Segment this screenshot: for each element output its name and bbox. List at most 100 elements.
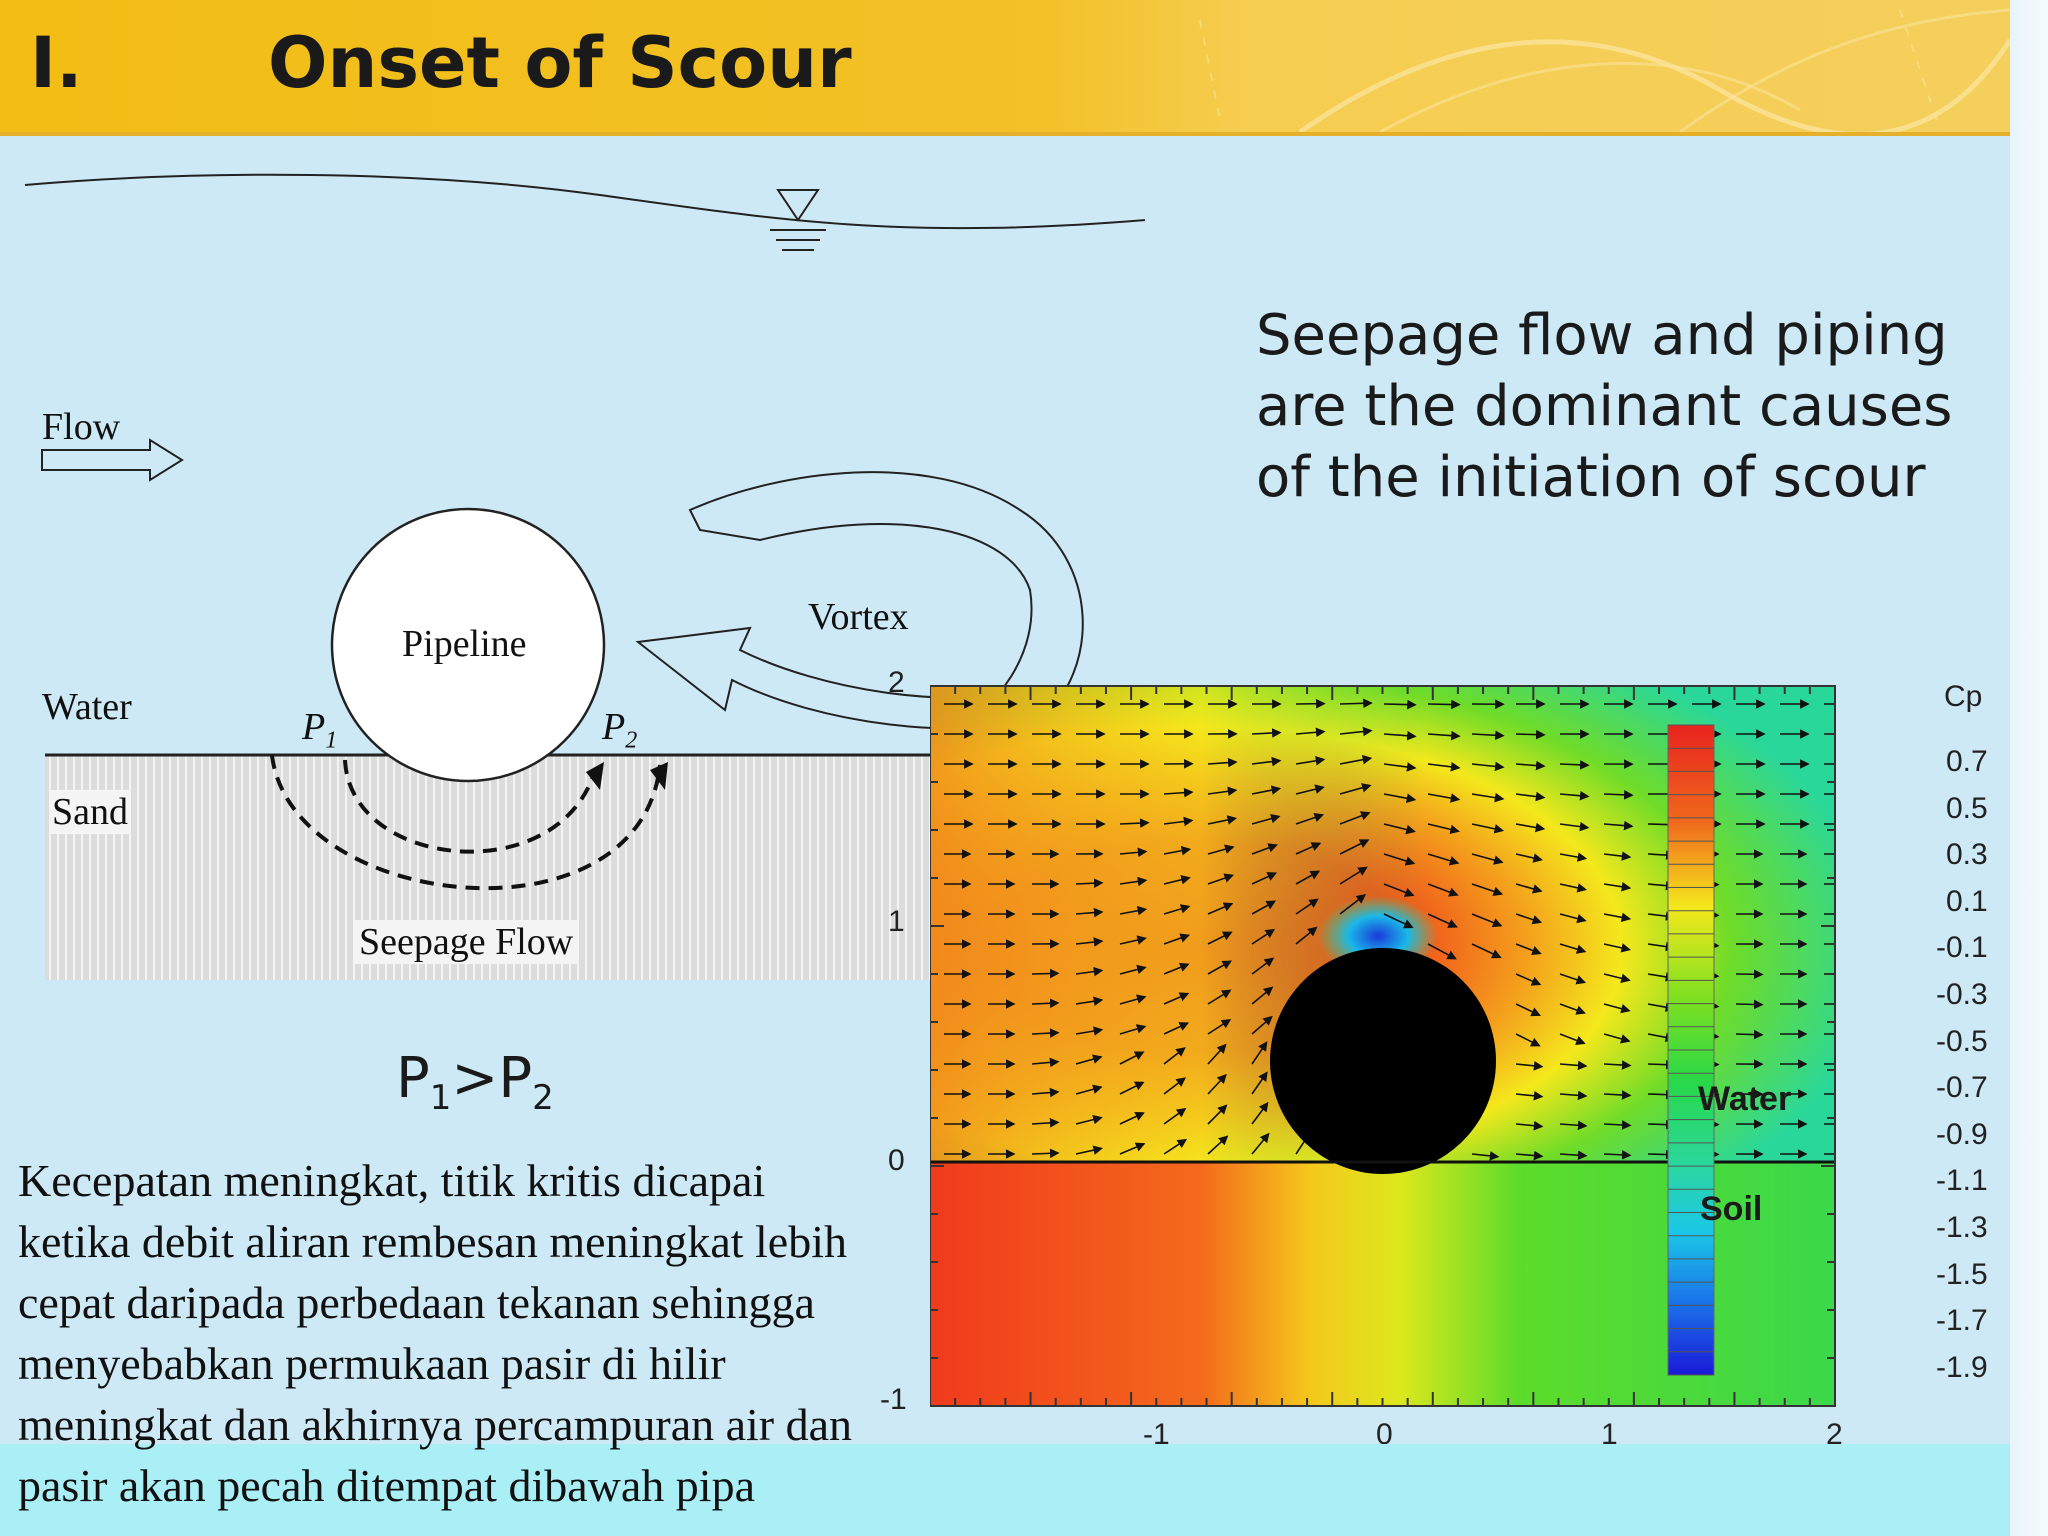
velocity-vector [1207,1135,1229,1155]
velocity-vector [1603,820,1634,831]
velocity-vector [1207,1104,1228,1125]
velocity-vector [1207,1073,1227,1095]
velocity-vector [1515,791,1546,802]
velocity-vector [1559,943,1587,954]
velocity-vector [1383,823,1416,835]
pressure-comparison: P1>P2 [396,1046,554,1119]
velocity-vector [1295,727,1326,738]
velocity-vector [1515,1120,1544,1131]
colorbar-tick-label: 0.5 [1946,791,1988,825]
plot-water-label: Water [1698,1080,1792,1118]
description-line: ketika debit aliran rembesan meningkat l… [18,1216,847,1267]
velocity-vector [1163,787,1194,798]
velocity-vector [1119,905,1148,916]
velocity-vector [1559,1090,1588,1101]
colorbar-tick-label: 0.1 [1946,884,1988,918]
statement-line: of the initiation of scour [1256,445,1926,510]
velocity-vector [1603,973,1631,983]
velocity-vector [1075,966,1104,977]
y-tick-label: -1 [880,1383,907,1416]
velocity-vector [1427,853,1460,866]
y-tick-label: 0 [888,1144,905,1177]
velocity-vector [1603,912,1632,923]
velocity-vector [1603,1003,1631,1014]
colorbar-title: Cp [1944,680,1983,713]
velocity-vector [1603,1090,1632,1100]
velocity-vector [1427,699,1461,710]
velocity-vector [1251,872,1278,885]
water-level-icon [770,189,826,251]
cp-contour-plot [930,685,1836,1407]
velocity-vector [1339,894,1367,915]
velocity-vector [1163,845,1192,856]
velocity-vector [1471,823,1505,834]
velocity-vector [1383,762,1417,772]
velocity-vector [1295,842,1322,855]
velocity-vector [1075,1026,1104,1036]
velocity-vector [1251,900,1277,915]
velocity-vector [1383,853,1416,866]
velocity-vector [1251,928,1276,945]
velocity-vector [1559,852,1588,862]
velocity-vector [1471,943,1502,959]
colorbar-tick-label: -1.5 [1936,1257,1988,1291]
colorbar-tick-label: -1.7 [1936,1304,1988,1338]
velocity-vector [1251,957,1275,975]
velocity-vector [1119,1024,1147,1035]
velocity-vector [1119,876,1148,887]
scour-schematic [24,173,1146,980]
velocity-vector [1427,762,1461,772]
colorbar-tick-label: -0.5 [1936,1024,1988,1058]
velocity-vector [1559,1150,1588,1160]
velocity-vector [1251,1071,1268,1095]
description-line: Kecepatan meningkat, titik kritis dicapa… [18,1155,766,1206]
velocity-vector [1339,698,1373,709]
velocity-vector [1735,999,1764,1010]
velocity-vector [1075,1084,1103,1095]
velocity-vector [1031,998,1060,1009]
colorbar-tick-label: -0.7 [1936,1071,1988,1105]
velocity-vector [1427,730,1461,741]
velocity-vector [1119,935,1147,945]
velocity-vector [1119,818,1150,828]
velocity-vector [1471,853,1504,865]
velocity-vector [1383,699,1417,710]
velocity-vector [1427,793,1461,803]
velocity-vector [1339,811,1371,825]
velocity-vector [1075,937,1104,947]
plot-soil-label: Soil [1700,1190,1763,1228]
velocity-vector [1339,726,1373,737]
velocity-vector [1031,1148,1060,1159]
pipeline-label: Pipeline [402,623,527,665]
velocity-vector [1075,1145,1103,1155]
velocity-vector [1075,1054,1103,1065]
velocity-vector [1339,783,1372,795]
description-text: Kecepatan meningkat, titik kritis dicapa… [18,1150,852,1516]
colorbar-tick-label: -1.9 [1936,1350,1988,1384]
bottom-bar [0,1444,2010,1536]
velocity-vector [1735,1029,1764,1040]
y-tick-label: 2 [888,666,905,699]
description-line: meningkat dan akhirnya percampuran air d… [18,1399,853,1450]
velocity-vector [1251,756,1282,767]
velocity-vector [1251,1101,1269,1125]
velocity-vector [1251,785,1282,795]
velocity-vector [1339,866,1368,885]
statement-line: are the dominant causes [1256,374,1953,439]
velocity-vector [1559,913,1587,924]
velocity-vector [1207,902,1234,915]
velocity-vector [1207,931,1233,945]
velocity-vector [1163,1047,1186,1065]
velocity-vector [1207,815,1238,825]
velocity-vector [1251,813,1281,825]
velocity-vector [1603,881,1632,892]
header-wave-decoration [1199,8,2010,132]
velocity-vector [1295,898,1319,915]
velocity-vector [1383,883,1415,897]
velocity-vector [1383,913,1414,929]
colorbar-tick-label: 0.3 [1946,838,1988,872]
velocity-vector [1163,992,1190,1005]
velocity-vector [1163,816,1194,827]
description-line: cepat daripada perbedaan tekanan sehingg… [18,1277,815,1328]
velocity-vector [1163,904,1191,915]
